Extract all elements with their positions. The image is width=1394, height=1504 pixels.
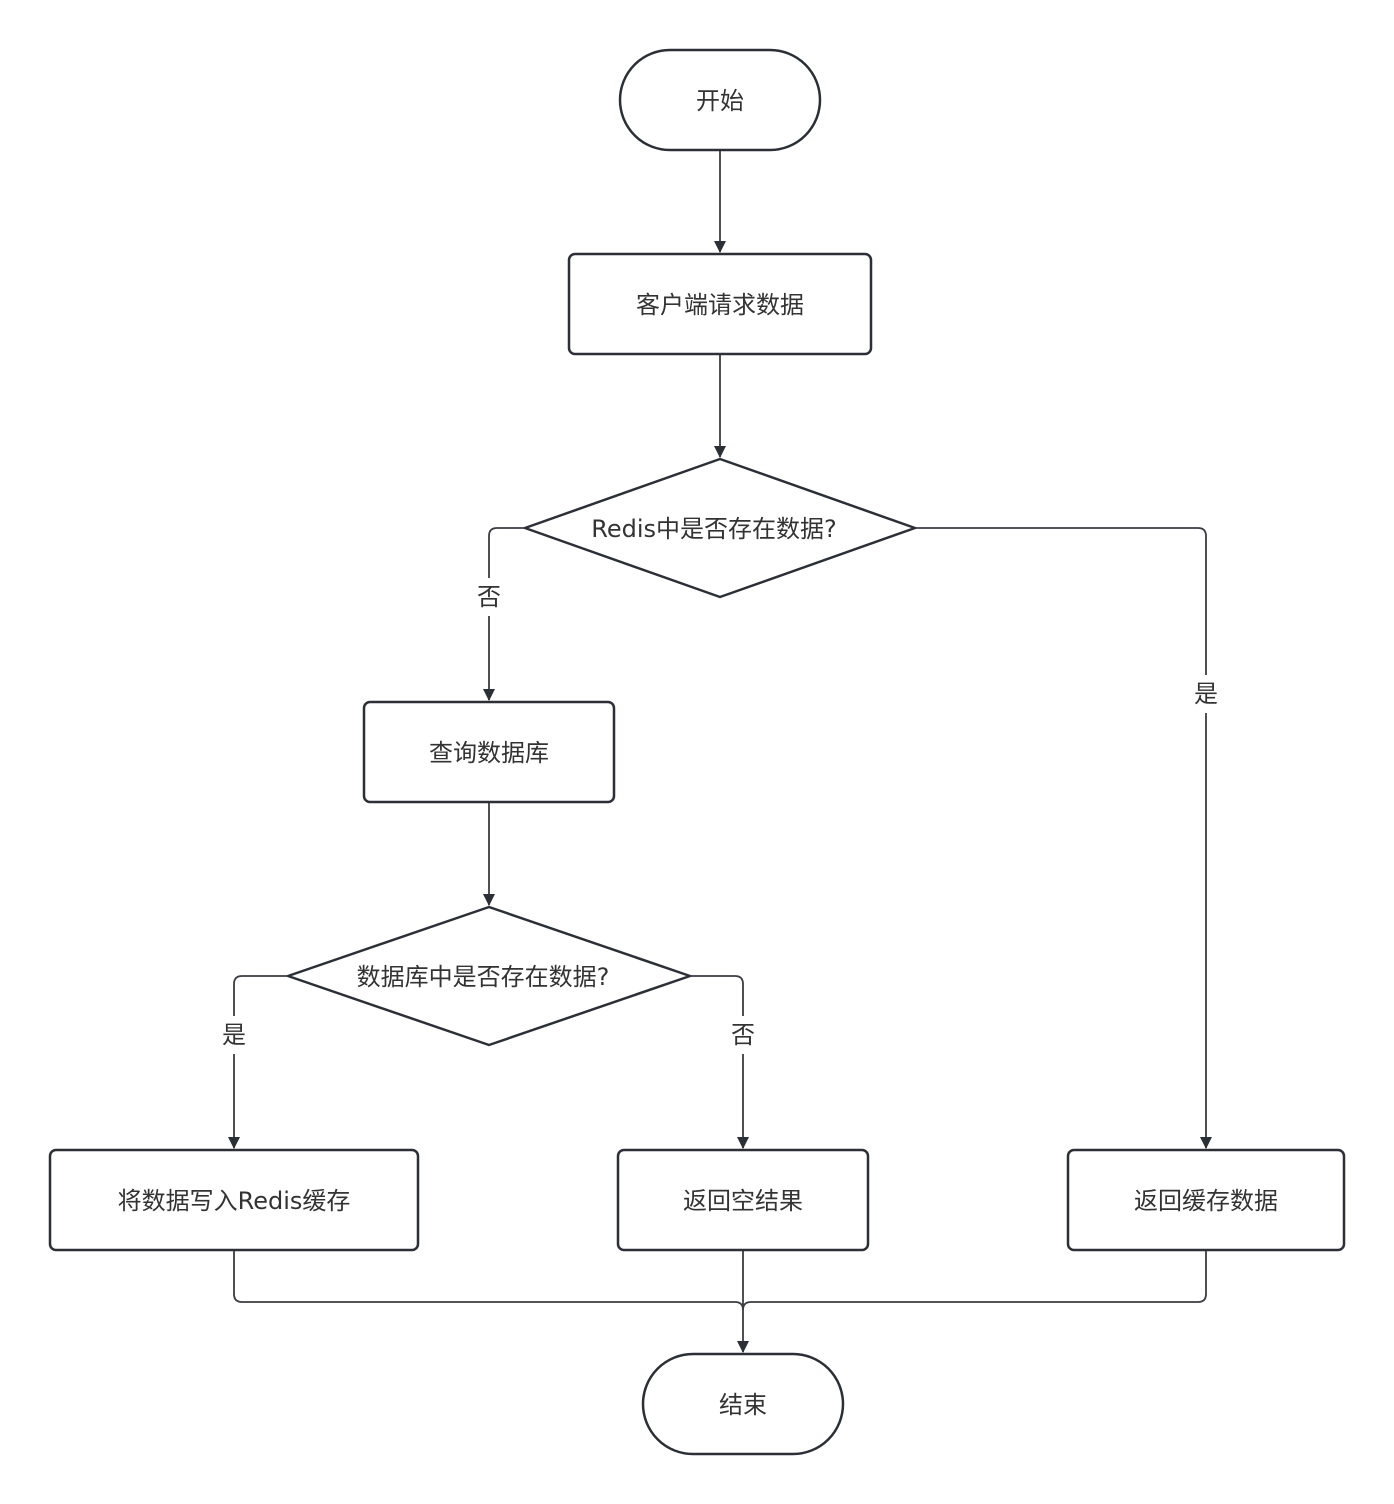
node-query-db-label: 查询数据库 [429, 739, 549, 767]
node-start-label: 开始 [696, 87, 744, 115]
node-db-check: 数据库中是否存在数据? [286, 905, 692, 1047]
node-query-db: 查询数据库 [362, 700, 616, 804]
node-client-request: 客户端请求数据 [567, 252, 873, 356]
node-client-request-label: 客户端请求数据 [636, 291, 804, 319]
node-end-label: 结束 [719, 1391, 767, 1419]
edge-label-db-no-text: 否 [731, 1021, 755, 1049]
edge-write-redis-to-end [233, 1250, 744, 1311]
edge-label-redis-no-text: 否 [477, 583, 501, 611]
node-return-empty-label: 返回空结果 [683, 1187, 803, 1215]
edge-label-db-no: 否 [726, 1016, 760, 1054]
edge-label-db-yes-text: 是 [222, 1021, 246, 1049]
node-end: 结束 [641, 1352, 845, 1456]
node-start: 开始 [618, 48, 822, 152]
edge-return-cache-to-end [742, 1250, 1207, 1311]
node-return-cache: 返回缓存数据 [1066, 1148, 1346, 1252]
node-return-empty: 返回空结果 [616, 1148, 870, 1252]
edge-db-check-no-to-return-empty [690, 975, 749, 1149]
node-return-cache-label: 返回缓存数据 [1134, 1187, 1278, 1215]
edge-redis-check-no-to-query-db [483, 527, 525, 701]
edges [228, 150, 1212, 1353]
edge-label-redis-no: 否 [472, 578, 506, 616]
node-redis-check-label: Redis中是否存在数据? [591, 515, 837, 543]
edge-db-check-yes-to-write-redis [228, 975, 288, 1149]
node-redis-check: Redis中是否存在数据? [523, 457, 917, 599]
node-write-redis-label: 将数据写入Redis缓存 [118, 1187, 351, 1215]
edge-label-redis-yes: 是 [1189, 675, 1223, 713]
node-db-check-label: 数据库中是否存在数据? [357, 963, 610, 991]
node-write-redis: 将数据写入Redis缓存 [48, 1148, 420, 1252]
edge-label-db-yes: 是 [217, 1016, 251, 1054]
edge-redis-check-yes-to-return-cache [915, 527, 1212, 1149]
edge-label-redis-yes-text: 是 [1194, 680, 1218, 708]
